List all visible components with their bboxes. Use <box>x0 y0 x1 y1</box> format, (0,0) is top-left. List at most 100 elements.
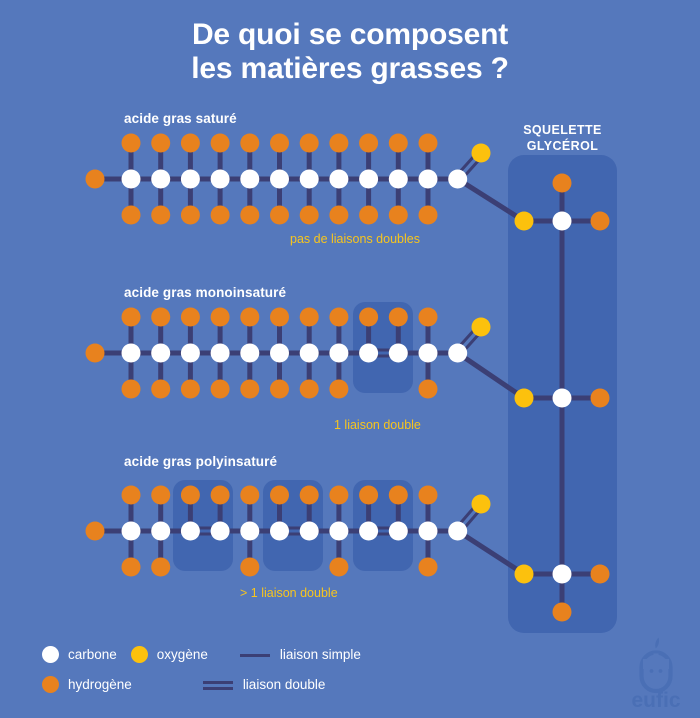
chain-caption-saturated: pas de liaisons doubles <box>290 232 420 246</box>
chain-label-polyunsaturated: acide gras polyinsaturé <box>124 454 278 469</box>
atom-hydrogen-up-saturated-2 <box>180 133 200 153</box>
atom-hydrogen-terminal-monounsaturated <box>85 343 105 363</box>
atom-carbon-saturated-11 <box>448 169 468 189</box>
double-bond-line-upper <box>202 680 233 684</box>
atom-carbon-saturated-0 <box>121 169 141 189</box>
atom-carbon-monounsaturated-5 <box>270 343 289 363</box>
atom-carbon-polyunsaturated-7 <box>329 521 349 541</box>
atom-carbon-saturated-10 <box>418 169 438 189</box>
atom-carbon-polyunsaturated-8 <box>359 521 379 541</box>
atom-carbon-polyunsaturated-11 <box>448 521 468 541</box>
atom-glycerol-hydrogen-bottom <box>552 602 572 622</box>
atom-hydrogen-up-polyunsaturated-1 <box>151 485 171 505</box>
liaison-double-icon <box>202 678 233 692</box>
oxygene-dot-icon <box>130 646 148 663</box>
atom-oxygen-carbonyl-saturated <box>471 143 491 163</box>
atom-carbon-monounsaturated-6 <box>299 343 319 363</box>
atom-hydrogen-down-monounsaturated-0 <box>121 379 141 399</box>
atom-hydrogen-up-polyunsaturated-9 <box>388 485 408 505</box>
atom-hydrogen-down-saturated-5 <box>270 205 289 225</box>
atom-carbon-polyunsaturated-1 <box>151 521 171 541</box>
atom-hydrogen-up-saturated-8 <box>359 133 379 153</box>
atom-carbon-polyunsaturated-9 <box>388 521 408 541</box>
atom-carbon-saturated-1 <box>151 169 171 189</box>
bond-ester-monounsaturated <box>456 350 526 401</box>
atom-hydrogen-down-saturated-4 <box>240 205 260 225</box>
atom-hydrogen-down-monounsaturated-10 <box>418 379 438 399</box>
atom-hydrogen-down-monounsaturated-5 <box>270 379 289 399</box>
atom-glycerol-carbon-2 <box>552 564 572 584</box>
atom-carbon-polyunsaturated-6 <box>299 521 319 541</box>
carbone-dot-icon <box>42 646 59 663</box>
atom-hydrogen-down-saturated-0 <box>121 205 141 225</box>
apple-leaf-icon <box>655 637 660 649</box>
atom-carbon-saturated-7 <box>329 169 349 189</box>
atom-hydrogen-up-saturated-5 <box>270 133 289 153</box>
atom-hydrogen-down-monounsaturated-7 <box>329 379 349 399</box>
glycerol-title-line-2: GLYCÉROL <box>526 138 599 153</box>
atom-oxygen-carbonyl-polyunsaturated <box>471 494 491 514</box>
atom-hydrogen-down-saturated-8 <box>359 205 379 225</box>
atom-carbon-polyunsaturated-4 <box>240 521 260 541</box>
atom-glycerol-oxygen-0 <box>514 211 534 231</box>
legend-label-liaison-double: liaison double <box>242 677 326 692</box>
atom-carbon-polyunsaturated-10 <box>418 521 438 541</box>
liaison-simple-icon <box>239 648 270 662</box>
chain-caption-polyunsaturated: > 1 liaison double <box>240 586 338 600</box>
atom-hydrogen-down-saturated-7 <box>329 205 349 225</box>
eufic-logo-mark: eufic <box>631 637 681 710</box>
eufic-logo: eufic <box>625 636 687 710</box>
atom-hydrogen-up-polyunsaturated-6 <box>299 485 319 505</box>
atom-hydrogen-up-polyunsaturated-4 <box>240 485 260 505</box>
atom-hydrogen-up-polyunsaturated-10 <box>418 485 438 505</box>
atom-hydrogen-up-saturated-4 <box>240 133 260 153</box>
atom-hydrogen-up-monounsaturated-5 <box>270 307 289 327</box>
atom-carbon-polyunsaturated-2 <box>180 521 200 541</box>
atom-hydrogen-up-monounsaturated-4 <box>240 307 260 327</box>
chain-label-saturated: acide gras saturé <box>124 111 237 126</box>
atom-hydrogen-up-monounsaturated-8 <box>359 307 379 327</box>
apple-eye-right-icon <box>658 669 663 673</box>
atom-hydrogen-up-saturated-7 <box>329 133 349 153</box>
atom-carbon-monounsaturated-4 <box>240 343 260 363</box>
atom-glycerol-hydrogen-1 <box>590 388 610 408</box>
atom-hydrogen-up-saturated-9 <box>388 133 408 153</box>
atom-glycerol-oxygen-2 <box>514 564 534 584</box>
atom-hydrogen-terminal-saturated <box>85 169 105 189</box>
atom-carbon-monounsaturated-8 <box>359 343 379 363</box>
atom-hydrogen-terminal-polyunsaturated <box>85 521 105 541</box>
atom-hydrogen-up-saturated-1 <box>151 133 171 153</box>
chain-caption-monounsaturated: 1 liaison double <box>334 418 421 432</box>
atom-carbon-polyunsaturated-3 <box>210 521 230 541</box>
atom-hydrogen-down-saturated-6 <box>299 205 319 225</box>
atom-hydrogen-up-monounsaturated-0 <box>121 307 141 327</box>
hydrogene-dot-icon <box>42 676 59 693</box>
atom-carbon-monounsaturated-10 <box>418 343 438 363</box>
single-bond-line <box>239 653 270 657</box>
atom-glycerol-carbon-0 <box>552 211 572 231</box>
highlight-boxes-layer <box>173 155 617 633</box>
atom-hydrogen-down-monounsaturated-4 <box>240 379 260 399</box>
atom-carbon-saturated-6 <box>299 169 319 189</box>
atom-carbon-monounsaturated-9 <box>388 343 408 363</box>
page-title: De quoi se composent les matières grasse… <box>0 18 700 85</box>
atom-hydrogen-down-polyunsaturated-10 <box>418 557 438 577</box>
atom-hydrogen-down-saturated-3 <box>210 205 230 225</box>
atom-hydrogen-down-polyunsaturated-1 <box>151 557 171 577</box>
page-title-line-1: De quoi se composent <box>191 18 509 51</box>
legend-item-hydrogene: hydrogène <box>42 676 132 693</box>
legend-label-oxygene: oxygène <box>156 647 208 662</box>
atom-glycerol-hydrogen-0 <box>590 211 610 231</box>
atom-hydrogen-up-saturated-3 <box>210 133 230 153</box>
atom-carbon-saturated-2 <box>180 169 200 189</box>
atom-hydrogen-up-saturated-10 <box>418 133 438 153</box>
chain-label-monounsaturated: acide gras monoinsaturé <box>124 285 287 300</box>
atom-hydrogen-up-polyunsaturated-8 <box>359 485 379 505</box>
atom-carbon-monounsaturated-0 <box>121 343 141 363</box>
atom-carbon-monounsaturated-1 <box>151 343 171 363</box>
atom-carbon-polyunsaturated-5 <box>270 521 289 541</box>
